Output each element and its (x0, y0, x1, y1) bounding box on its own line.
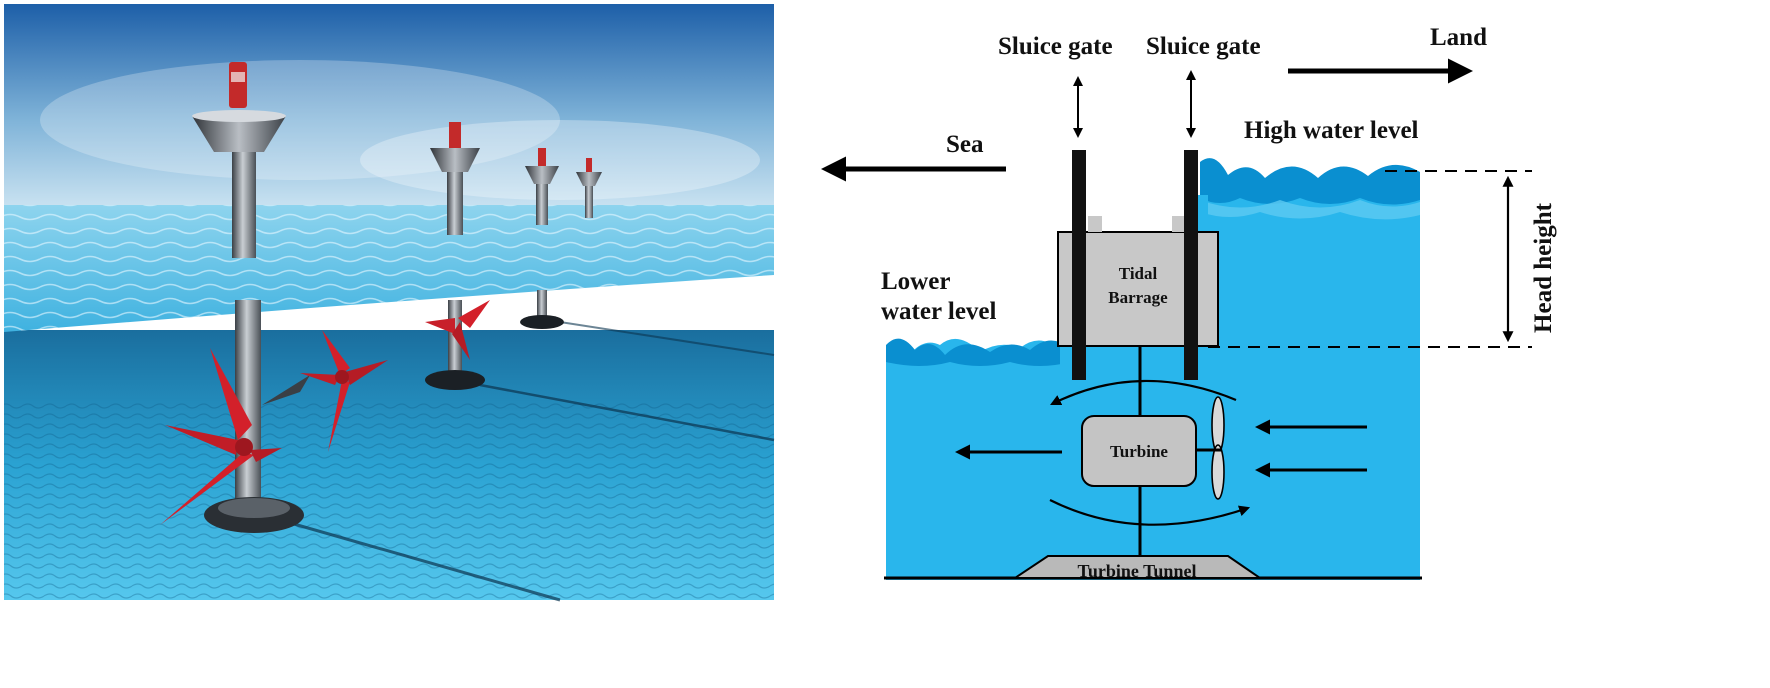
rotor-blade (328, 380, 350, 452)
flow-arrow-curved (1049, 499, 1251, 526)
water-ripples (4, 205, 774, 332)
cloud (40, 60, 560, 180)
turbine-tower (520, 148, 564, 329)
seabed-cable (479, 383, 775, 442)
turbine-tunnel (1011, 555, 1264, 579)
tidal-turbine-illustration (4, 4, 775, 602)
head-height-label: Head height (1530, 202, 1557, 333)
sluice-gate-right (1184, 150, 1198, 380)
sluice-gate-left-label: Sluice gate (998, 33, 1113, 60)
sea-label: Sea (946, 131, 984, 158)
sky (4, 4, 774, 214)
barrage-cap (1088, 216, 1102, 232)
rotor-blade (160, 452, 254, 525)
high-water-body (1200, 166, 1420, 580)
turbine-label: Turbine (1110, 442, 1168, 461)
lower-water-level-label: Lower (881, 268, 950, 295)
turbine-tower (576, 158, 602, 218)
tidal-barrage-label: Tidal (1119, 264, 1158, 283)
rotor-blade (345, 360, 388, 385)
land-label: Land (1430, 24, 1487, 51)
sluice-gate-right-label: Sluice gate (1146, 33, 1261, 60)
cloud (360, 120, 760, 200)
rotor-blade (165, 425, 238, 455)
rotor-blade (210, 348, 252, 440)
seabed-texture (4, 400, 774, 600)
high-water-level-label: High water level (1244, 117, 1419, 144)
seabed-cable (279, 518, 561, 602)
rotor-blade (250, 448, 282, 462)
tidal-barrage-diagram: Tidal Barrage Turbine Turbine Tunnel (821, 24, 1557, 581)
rotor-blade (322, 330, 350, 375)
turbine-blade (1211, 444, 1225, 500)
turbine-tower (425, 122, 490, 390)
lower-water-body (886, 338, 1070, 580)
high-water-wave-light (1200, 200, 1420, 220)
tidal-barrage-label: Barrage (1108, 288, 1168, 307)
seabed-cable (559, 321, 775, 356)
flow-arrow-curved (1050, 379, 1237, 405)
turbine-tower-main (160, 62, 388, 533)
lower-water-wave (886, 338, 1070, 366)
rotor-blade (300, 373, 340, 385)
sluice-gate-left (1072, 150, 1086, 380)
high-water-wave (1200, 158, 1420, 205)
barrage-cap (1172, 216, 1186, 232)
turbine-tunnel-label: Turbine Tunnel (1078, 561, 1197, 581)
lower-water-level-label: water level (881, 298, 997, 325)
